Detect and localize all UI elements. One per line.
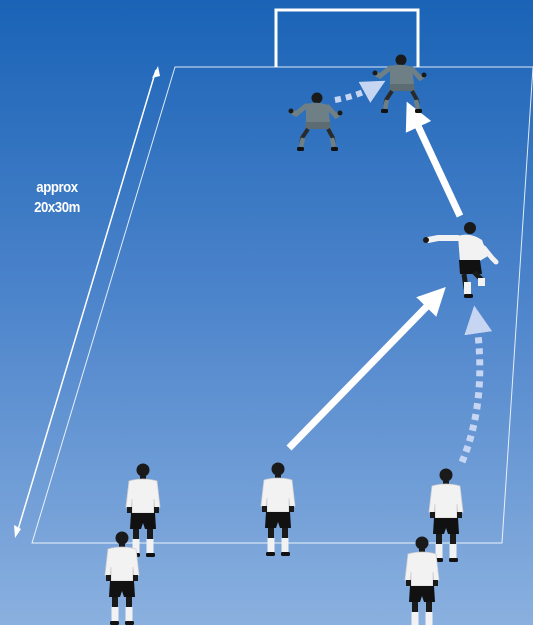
- dimension-label-line2: 20x30m: [17, 198, 96, 218]
- dimension-label-line1: approx: [17, 178, 96, 198]
- dimension-label: approx 20x30m: [17, 178, 96, 218]
